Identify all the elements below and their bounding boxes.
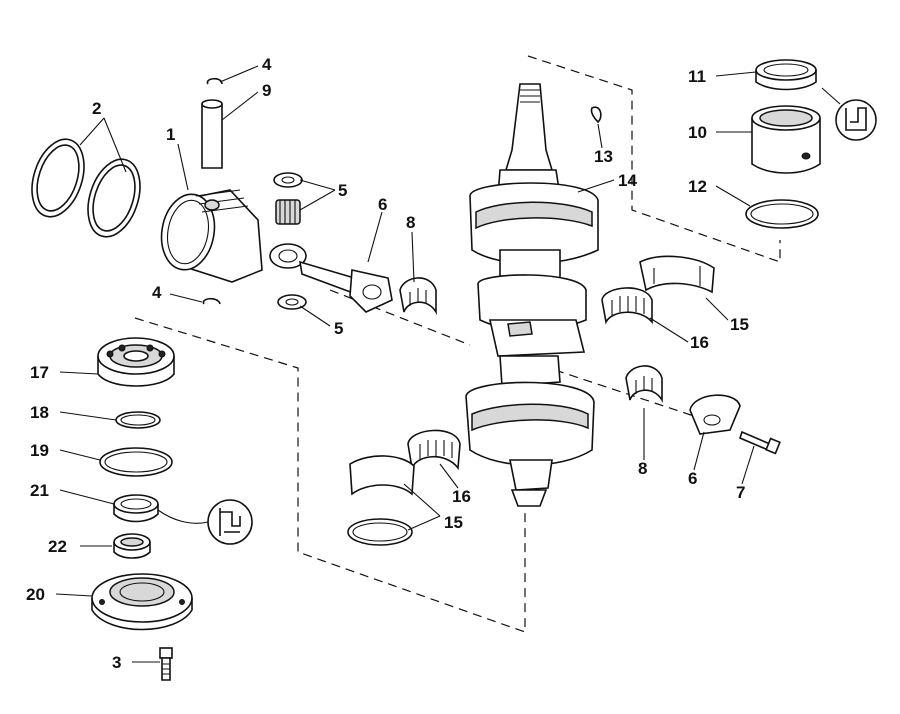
main-bearing-half-upper: [639, 255, 715, 294]
upper-main-bearing: [751, 105, 821, 174]
callout-4: 4: [262, 55, 272, 74]
callout-16: 16: [690, 333, 709, 352]
snap-ring-inner: [120, 414, 156, 426]
rod-bearing-upper: [399, 277, 437, 316]
callout-16: 16: [452, 487, 471, 506]
callout-15: 15: [730, 315, 749, 334]
leader-lines: [55, 65, 757, 663]
assembly-box-lower: [134, 317, 526, 633]
callout-10: 10: [688, 123, 707, 142]
callout-6: 6: [688, 469, 697, 488]
retaining-ring-lower: [347, 518, 413, 546]
callout-5: 5: [338, 181, 347, 200]
ball-bearing: [97, 337, 175, 387]
callout-12: 12: [688, 177, 707, 196]
retaining-clip-upper: [206, 77, 223, 85]
callout-11: 11: [688, 67, 706, 86]
crankshaft: [465, 83, 599, 507]
callout-19: 19: [30, 441, 49, 460]
lower-o-ring: [99, 447, 173, 477]
callout-8: 8: [406, 213, 415, 232]
callout-15: 15: [444, 513, 463, 532]
piston-rings: [31, 138, 141, 238]
callout-8: 8: [638, 459, 647, 478]
apply-sealant-icon: [157, 499, 253, 545]
callout-4: 4: [152, 283, 162, 302]
housing-bolt: [159, 647, 173, 681]
callout-3: 3: [112, 653, 121, 672]
lower-inner-seal: [113, 533, 151, 559]
assembly-box-upper: [527, 55, 781, 263]
upper-o-ring: [745, 199, 819, 229]
main-needle-bearing-lower: [407, 429, 461, 471]
apply-sealant-icon: [821, 87, 877, 141]
woodruff-key: [590, 106, 602, 124]
crank-axis-line-lower: [554, 369, 701, 419]
callout-14: 14: [618, 171, 637, 190]
lower-o-ring-inner: [104, 451, 168, 473]
rod-bolt: [739, 430, 781, 455]
snap-ring: [115, 411, 161, 429]
piston: [160, 189, 263, 283]
callout-22: 22: [48, 537, 67, 556]
rod-cap: [689, 394, 741, 435]
rod-bearing-lower: [625, 365, 663, 404]
lower-bearing-housing: [91, 573, 193, 631]
callout-20: 20: [26, 585, 45, 604]
callout-labels: 1 2 3 4 4 5 5 6 6 7 8 8 9 10 11 12 13 14…: [26, 55, 749, 672]
crank-axis-line: [329, 289, 471, 346]
lower-seal: [113, 494, 159, 523]
callout-2: 2: [92, 99, 101, 118]
callout-17: 17: [30, 363, 49, 382]
main-bearing-half-lower: [349, 455, 415, 496]
callout-6: 6: [378, 195, 387, 214]
upper-seal-ring: [755, 59, 817, 91]
main-needle-bearing-upper: [601, 287, 653, 325]
callout-13: 13: [594, 147, 613, 166]
retaining-clip-lower: [202, 297, 221, 305]
callout-7: 7: [736, 483, 745, 502]
callout-18: 18: [30, 403, 49, 422]
connecting-rod: [269, 243, 393, 313]
callout-5: 5: [334, 319, 343, 338]
wrist-pin: [201, 99, 223, 169]
needle-bearing-washers: [273, 172, 307, 310]
upper-o-ring-inner: [750, 203, 814, 225]
callout-9: 9: [262, 81, 271, 100]
callout-1: 1: [166, 125, 175, 144]
callout-21: 21: [30, 481, 49, 500]
